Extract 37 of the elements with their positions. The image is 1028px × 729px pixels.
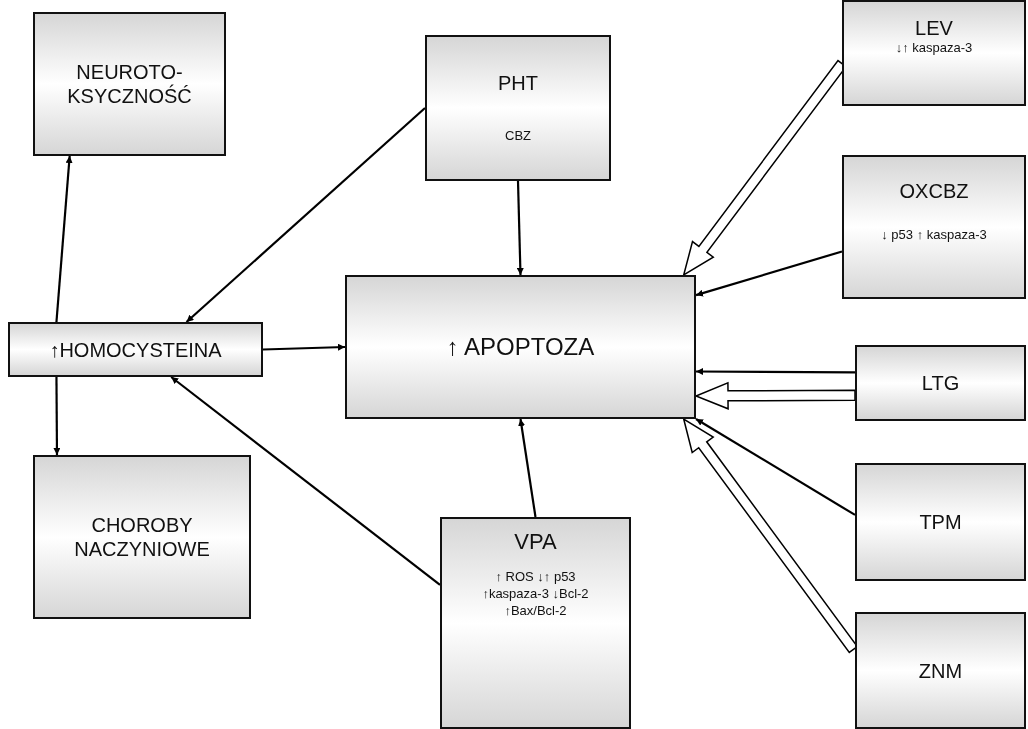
effect-box <box>33 455 251 619</box>
arrow <box>170 376 441 586</box>
drug-box <box>855 345 1026 421</box>
arrow <box>262 343 346 351</box>
box-title: LEV <box>915 16 953 40</box>
box-title: ↑HOMOCYSTEINA <box>49 337 222 362</box>
box-title: VPA <box>514 529 557 556</box>
drug-box <box>842 0 1026 106</box>
box-title: PHT <box>498 70 538 95</box>
box-note: ↓ p53 ↑ kaspaza-3 <box>881 227 987 244</box>
box-title: TPM <box>919 510 962 534</box>
effect-box <box>33 12 226 156</box>
box-title: LTG <box>921 371 960 395</box>
drug-box <box>855 612 1026 729</box>
drug-box <box>440 517 631 729</box>
box-note: ↑ ROS ↓↑ p53 ↑kaspaza-3 ↓Bcl-2 ↑Bax/Bcl-2 <box>481 569 590 621</box>
box-title: OXCBZ <box>899 179 969 203</box>
box-title: ZNM <box>918 658 963 683</box>
box-note: CBZ <box>505 128 531 146</box>
box-title: NEUROTO- KSYCZNOŚĆ <box>66 60 193 108</box>
arrow <box>695 418 856 516</box>
drug-box <box>855 463 1026 581</box>
box-note: ↓↑ kaspaza-3 <box>895 40 973 57</box>
arrow <box>53 377 61 455</box>
box-title: CHOROBY NACZYNIOWE <box>73 513 211 561</box>
effect-box <box>8 322 263 377</box>
arrow <box>185 107 426 323</box>
box-title: ↑ APOPTOZA <box>446 332 595 362</box>
arrow <box>55 155 73 323</box>
arrow <box>518 418 537 518</box>
arrow <box>696 368 855 375</box>
drug-box <box>842 155 1026 299</box>
arrow <box>516 180 524 276</box>
effect-box <box>345 275 696 419</box>
block-arrow <box>694 381 856 410</box>
drug-box <box>425 35 611 181</box>
arrow <box>695 250 843 297</box>
